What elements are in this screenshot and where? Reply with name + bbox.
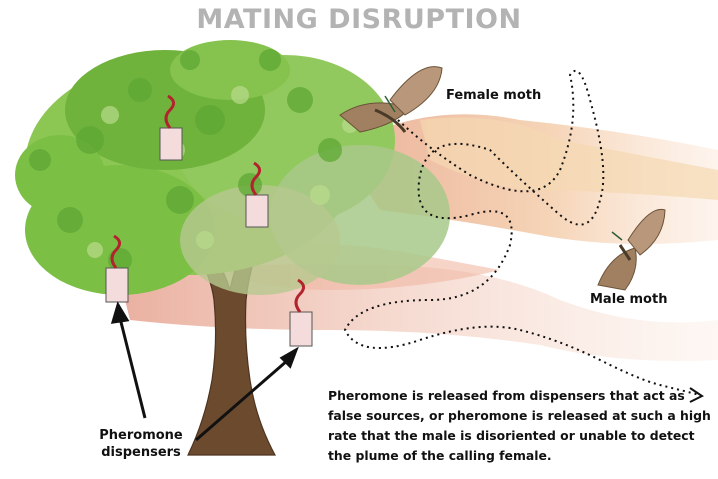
description-text: Pheromone is released from dispensers th… (328, 386, 718, 466)
female-moth-label: Female moth (446, 88, 541, 103)
tree-foliage (15, 40, 450, 295)
male-moth-label: Male moth (590, 292, 667, 307)
dispensers-label: Pheromone dispensers (86, 427, 196, 461)
page-title: MATING DISRUPTION (0, 4, 718, 35)
